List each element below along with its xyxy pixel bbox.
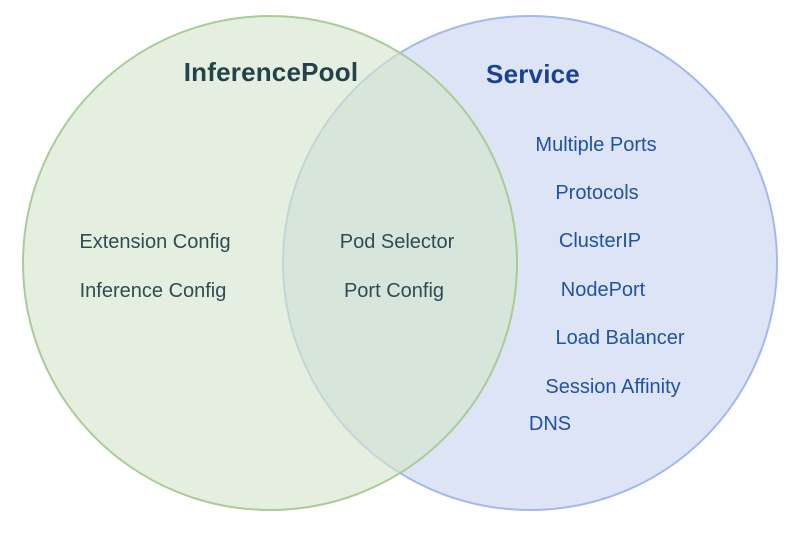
right-item-protocols: Protocols bbox=[555, 182, 639, 204]
right-circle-title: Service bbox=[486, 59, 580, 89]
right-item-multiple-ports: Multiple Ports bbox=[535, 134, 657, 156]
left-item-extension-config: Extension Config bbox=[79, 231, 231, 253]
right-item-nodeport: NodePort bbox=[560, 279, 646, 301]
intersection-item-port-config: Port Config bbox=[343, 280, 445, 302]
intersection-item-pod-selector: Pod Selector bbox=[339, 231, 455, 253]
left-circle-title: InferencePool bbox=[183, 57, 359, 87]
inferencepool-circle bbox=[22, 15, 518, 511]
right-item-load-balancer: Load Balancer bbox=[555, 327, 685, 349]
left-item-inference-config: Inference Config bbox=[79, 280, 227, 302]
right-item-clusterip: ClusterIP bbox=[558, 230, 642, 252]
right-item-dns: DNS bbox=[528, 413, 572, 435]
right-item-session-affinity: Session Affinity bbox=[545, 376, 681, 398]
